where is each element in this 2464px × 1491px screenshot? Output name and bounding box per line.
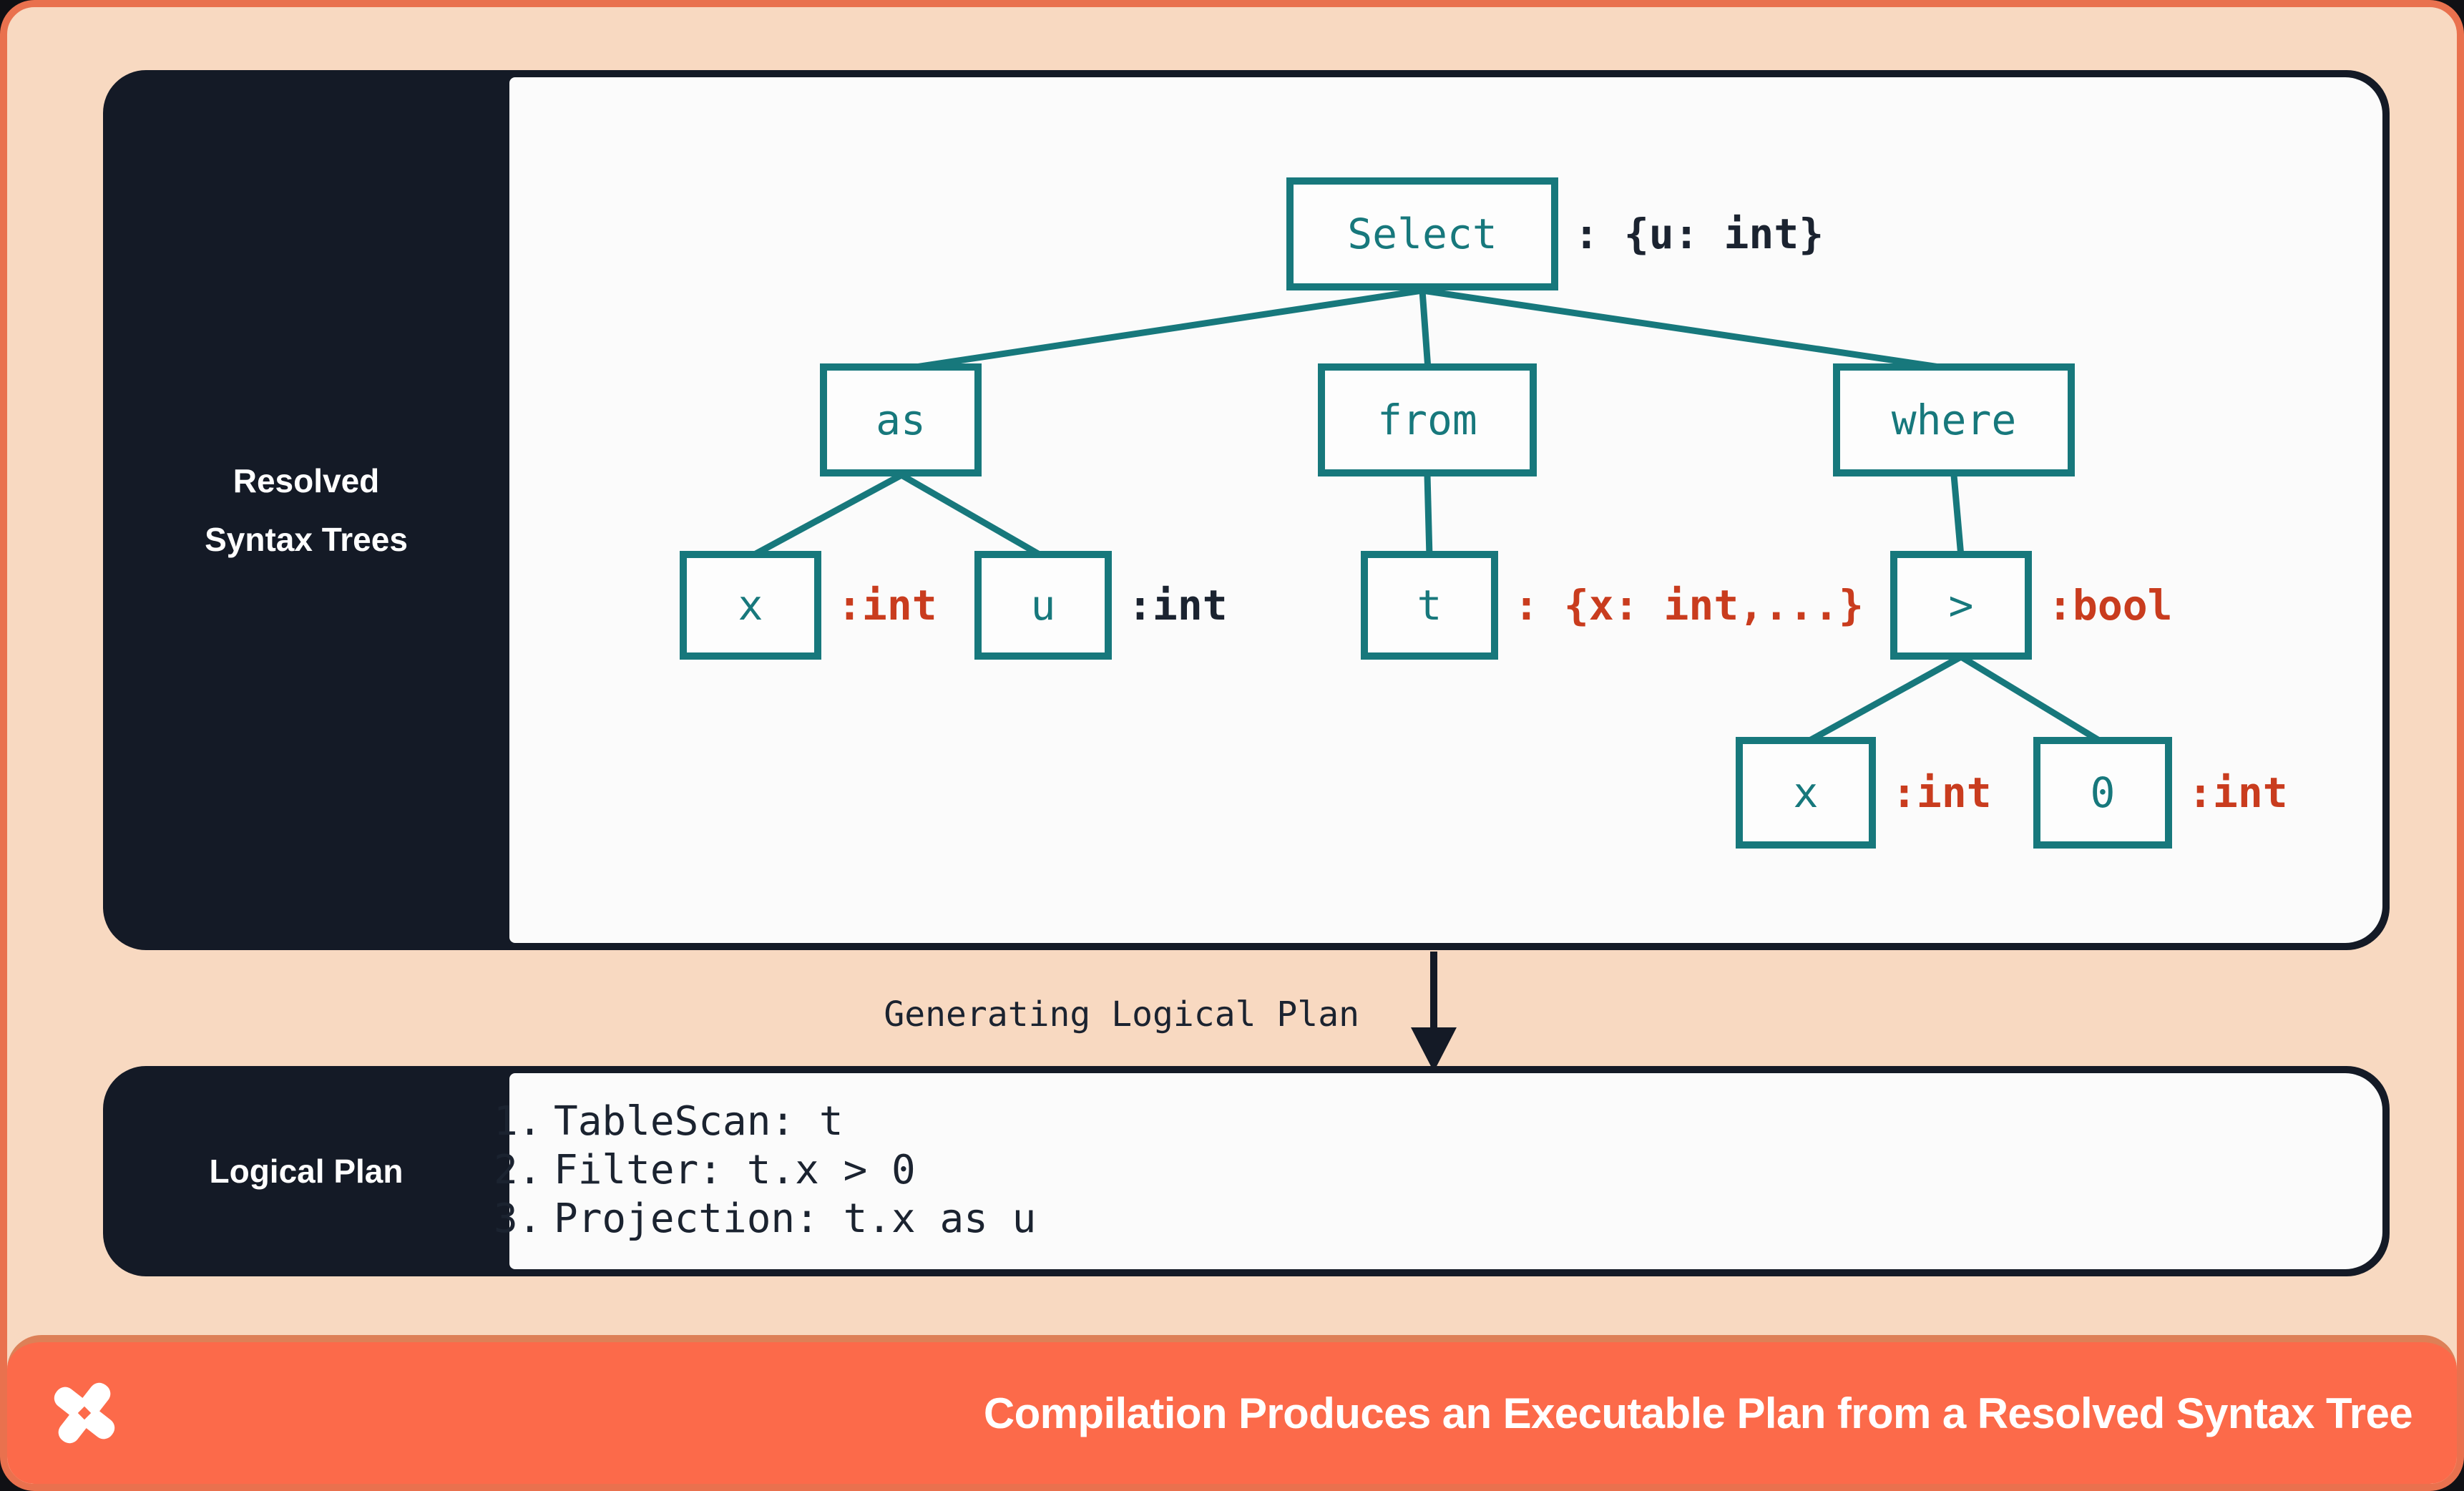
resolved-panel-title: Resolved Syntax Trees (103, 70, 509, 950)
logical-plan-title: Logical Plan (103, 1066, 509, 1276)
tree-node-select: Select : {u: int} (1286, 177, 1824, 290)
logical-plan-step-1: 1. TableScan: t (494, 1098, 1036, 1146)
zero-type-annotation: :int (2188, 768, 2288, 817)
x-projection-node-label: x (738, 581, 763, 630)
zero-node-label: 0 (2090, 768, 2116, 817)
step-1-text: TableScan: t (554, 1098, 844, 1145)
select-type-annotation: : {u: int} (1574, 210, 1824, 258)
t-node-label: t (1417, 581, 1442, 630)
where-node-label: where (1891, 396, 2017, 444)
tree-node-as: as (820, 363, 982, 476)
select-node-box: Select (1286, 177, 1558, 290)
x-projection-type-annotation: :int (837, 581, 937, 630)
as-node-label: as (876, 396, 926, 444)
x-predicate-node-label: x (1793, 768, 1819, 817)
tree-connectors (748, 287, 2105, 746)
step-2-text: Filter: t.x > 0 (554, 1147, 916, 1193)
footer-title: Compilation Produces an Executable Plan … (983, 1389, 2413, 1437)
zero-node-box: 0 (2033, 737, 2172, 849)
tree-node-t: t : {x: int,...} (1361, 551, 1864, 660)
as-node-box: as (820, 363, 982, 476)
logical-plan-panel: Logical Plan (103, 1066, 2390, 1276)
resolved-syntax-trees-panel: Resolved Syntax Trees Select : {u: int} (103, 70, 2390, 950)
transition-label: Generating Logical Plan (884, 994, 1359, 1035)
x-predicate-type-annotation: :int (1892, 768, 1992, 817)
greater-than-node-box: > (1890, 551, 2032, 660)
x-predicate-node-box: x (1736, 737, 1876, 849)
resolved-title-line1: Resolved (233, 462, 380, 499)
t-type-annotation: : {x: int,...} (1514, 581, 1864, 630)
step-3-text: Projection: t.x as u (554, 1196, 1037, 1242)
logical-plan-steps: 1. TableScan: t 2. Filter: t.x > 0 3. Pr… (494, 1098, 1036, 1243)
step-2-number: 2. (494, 1147, 542, 1193)
tree-node-zero: 0 :int (2033, 737, 2288, 849)
tree-node-from: from (1318, 363, 1537, 476)
logical-plan-canvas (509, 1073, 2382, 1269)
tree-node-greater-than: > :bool (1890, 551, 2173, 660)
step-1-number: 1. (494, 1098, 542, 1145)
from-node-box: from (1318, 363, 1537, 476)
step-3-number: 3. (494, 1196, 542, 1242)
t-node-box: t (1361, 551, 1498, 660)
logical-plan-step-3: 3. Projection: t.x as u (494, 1195, 1036, 1243)
tree-node-u: u :int (974, 551, 1228, 660)
logo-icon (54, 1382, 115, 1444)
u-node-box: u (974, 551, 1112, 660)
tree-node-x-predicate: x :int (1736, 737, 1992, 849)
resolved-title-line2: Syntax Trees (205, 521, 408, 558)
x-projection-node-box: x (680, 551, 821, 660)
u-type-annotation: :int (1128, 581, 1228, 630)
footer-bar: Compilation Produces an Executable Plan … (7, 1335, 2457, 1484)
tree-node-x-projection: x :int (680, 551, 937, 660)
from-node-label: from (1377, 396, 1477, 444)
logical-plan-title-text: Logical Plan (209, 1153, 404, 1190)
where-node-box: where (1833, 363, 2075, 476)
select-node-label: Select (1347, 210, 1497, 258)
tree-node-where: where (1833, 363, 2075, 476)
down-arrow-icon (1411, 952, 1457, 1072)
greater-than-type-annotation: :bool (2048, 581, 2173, 630)
greater-than-node-label: > (1948, 581, 1974, 630)
u-node-label: u (1030, 581, 1056, 630)
logical-plan-step-2: 2. Filter: t.x > 0 (494, 1146, 1036, 1195)
